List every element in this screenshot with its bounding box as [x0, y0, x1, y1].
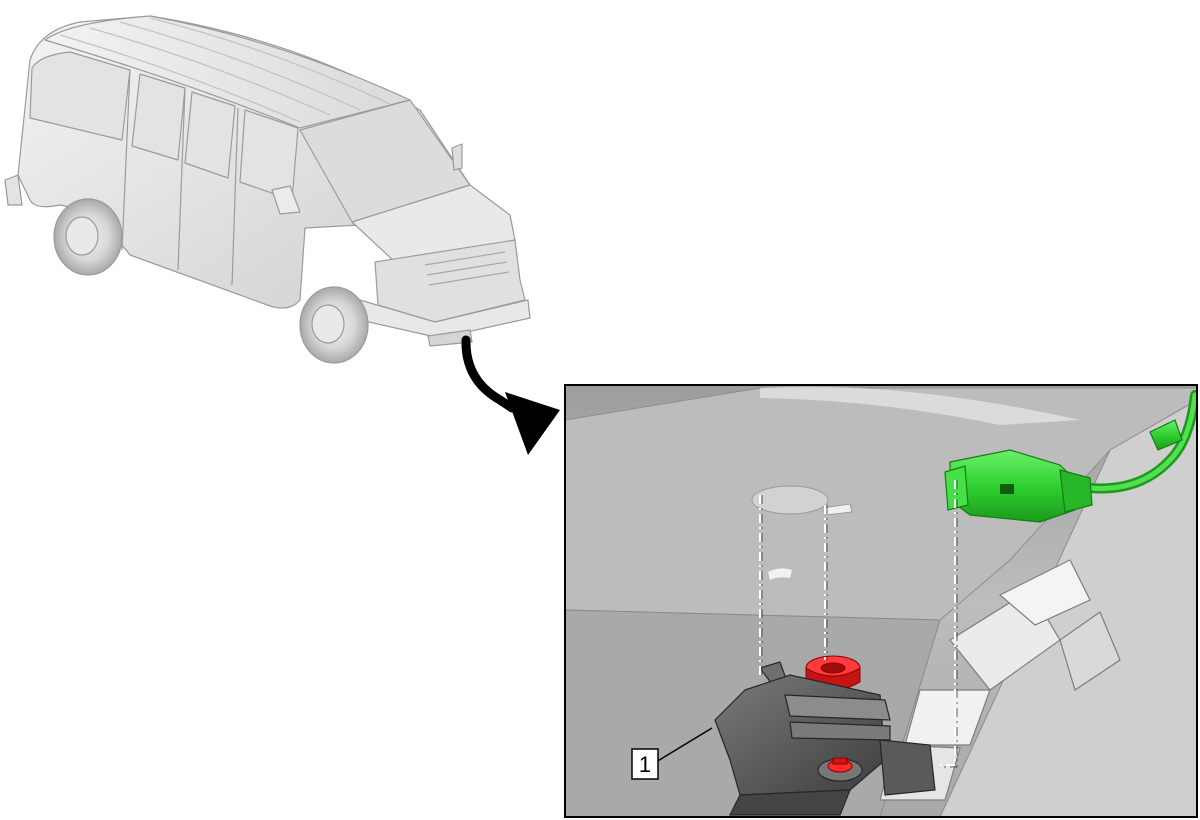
connector-pins [1000, 484, 1014, 494]
van-illustration [4, 15, 531, 364]
alignment-lines-shadow [761, 480, 958, 768]
wire-harness-core [1087, 392, 1197, 491]
van-rear-bumper [4, 174, 23, 206]
electrical-connector [944, 390, 1197, 523]
roof-ribs [59, 17, 391, 123]
alignment-lines [759, 480, 956, 766]
van-side-window-1 [29, 51, 131, 141]
van-mirror [271, 185, 301, 215]
detail-view: 1 [564, 384, 1198, 818]
pointer-arrow [461, 335, 560, 455]
door-lines [121, 69, 239, 286]
van-side-window-2 [131, 73, 186, 161]
push-pin-fastener-seated [827, 757, 853, 773]
front-wheel-hub [311, 304, 345, 344]
sensor-location-marker [427, 329, 473, 347]
van-roof [44, 15, 411, 129]
van-antenna [451, 143, 463, 171]
connector-face [944, 465, 969, 511]
lattice-ribs [879, 559, 1121, 801]
slot [768, 568, 792, 580]
detail-frame [564, 384, 1198, 818]
harness-clip [1149, 419, 1183, 451]
callout-1: 1 [631, 727, 713, 780]
rear-wheel-hub [65, 216, 99, 256]
mounting-hole [751, 485, 829, 515]
connector-latch [1059, 469, 1093, 513]
panel-highlight [760, 386, 1080, 425]
grille [424, 251, 510, 286]
callout-number: 1 [639, 752, 651, 777]
sensor-bracket [714, 661, 936, 816]
van-hood [351, 184, 516, 263]
van-side-window-3 [184, 91, 236, 179]
